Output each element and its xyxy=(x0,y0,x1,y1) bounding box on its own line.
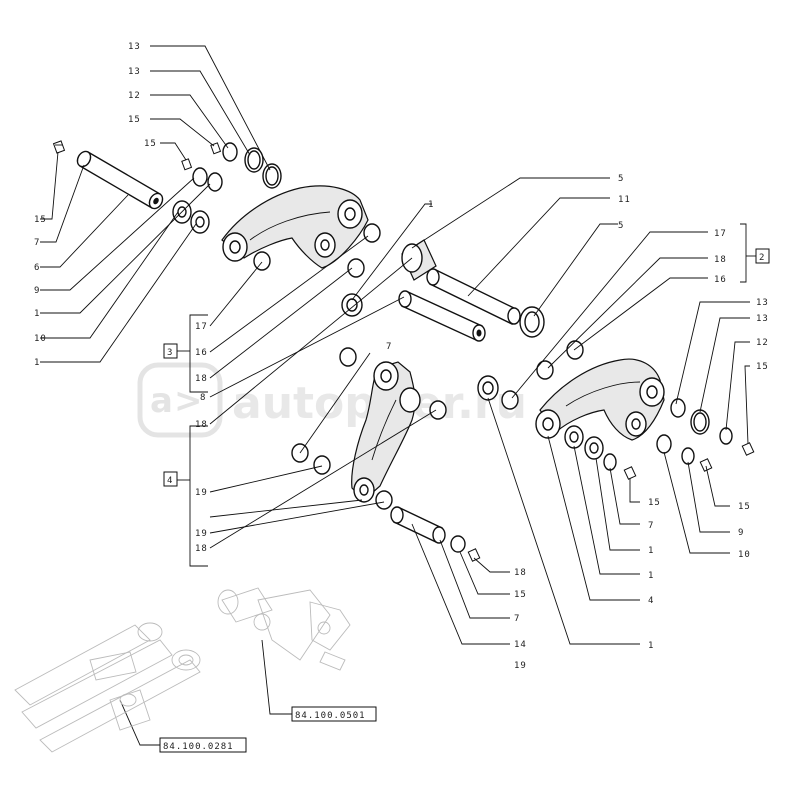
callout-18: 18 xyxy=(195,544,208,554)
right-curved-arm xyxy=(535,358,665,441)
ghost-assembly-84-100-0281 xyxy=(14,622,201,753)
ring-10-right xyxy=(656,434,672,454)
bushing-center-right xyxy=(429,400,447,420)
callout-19: 19 xyxy=(195,529,208,539)
callout-19: 19 xyxy=(514,661,527,671)
callout-15: 15 xyxy=(514,590,527,600)
washer-left-1 xyxy=(192,167,208,187)
callout-12: 12 xyxy=(128,91,141,101)
group-box-2: 2 xyxy=(755,248,770,264)
reference-box-84-100-0281[interactable]: 84.100.0281 xyxy=(159,737,247,753)
grease-nipple-left xyxy=(52,140,66,154)
bushing-left-arm-2 xyxy=(347,258,365,278)
center-pin-2 xyxy=(398,290,486,342)
center-link xyxy=(351,361,421,503)
callout-13: 13 xyxy=(756,298,769,308)
grease-nipple-center xyxy=(467,548,481,562)
callout-17: 17 xyxy=(714,229,727,239)
bushing-left-arm-1 xyxy=(363,223,381,243)
callout-15: 15 xyxy=(128,115,141,125)
washer-left-2 xyxy=(207,172,223,192)
center-bushing-right xyxy=(519,306,545,338)
left-pin-group xyxy=(52,140,282,234)
svg-text:4: 4 xyxy=(167,476,173,486)
reference-label: 84.100.0281 xyxy=(163,742,234,752)
callout-11: 11 xyxy=(618,195,631,205)
callout-7: 7 xyxy=(34,238,40,248)
callout-10: 10 xyxy=(738,550,751,560)
reference-label: 84.100.0501 xyxy=(295,711,366,721)
callout-9: 9 xyxy=(738,528,744,538)
callout-15: 15 xyxy=(144,139,157,149)
callout-13: 13 xyxy=(128,67,141,77)
callout-7: 7 xyxy=(648,521,654,531)
callout-13: 13 xyxy=(128,42,141,52)
callout-15: 15 xyxy=(756,362,769,372)
center-pin-1 xyxy=(426,268,521,325)
group-box-3: 3 xyxy=(163,343,178,359)
callout-16: 16 xyxy=(714,275,727,285)
callout-10: 10 xyxy=(34,334,47,344)
callout-1: 1 xyxy=(648,571,654,581)
callout-8: 8 xyxy=(200,393,206,403)
ring-13c-right xyxy=(670,398,686,418)
callout-15: 15 xyxy=(648,498,661,508)
callout-18: 18 xyxy=(195,420,208,430)
callout-labels: 13 13 12 15 15 15 7 6 9 1 10 1 17 16 18 … xyxy=(34,42,769,671)
callout-6: 6 xyxy=(34,263,40,273)
svg-text:2: 2 xyxy=(759,253,765,263)
ring-center-bottom xyxy=(450,535,466,553)
callout-1: 1 xyxy=(34,309,40,319)
bushing-center-left-2 xyxy=(313,455,331,475)
callout-13: 13 xyxy=(756,314,769,324)
callout-19: 19 xyxy=(195,488,208,498)
grease-nipple-right-3 xyxy=(699,458,713,472)
bushing-center-top xyxy=(339,347,357,367)
bushing-center-bottom xyxy=(375,490,393,510)
center-pin-3 xyxy=(390,506,446,544)
grease-nipple-left-2 xyxy=(181,158,193,171)
callout-12: 12 xyxy=(756,338,769,348)
ring-right-7 xyxy=(603,453,617,471)
bushing-18-right xyxy=(536,360,554,380)
callout-17: 17 xyxy=(195,322,208,332)
grease-nipple-right-2 xyxy=(741,442,755,456)
bushing-17-left xyxy=(253,251,271,271)
ghost-assembly-84-100-0501 xyxy=(217,587,351,671)
group-box-4: 4 xyxy=(163,471,178,487)
pin-long-left xyxy=(76,150,164,210)
callout-1: 1 xyxy=(648,546,654,556)
callout-18: 18 xyxy=(195,374,208,384)
callout-7: 7 xyxy=(514,614,520,624)
reference-box-84-100-0501[interactable]: 84.100.0501 xyxy=(291,706,377,722)
callout-15: 15 xyxy=(34,215,47,225)
svg-text:3: 3 xyxy=(167,348,173,358)
callout-18: 18 xyxy=(514,568,527,578)
leader-lines xyxy=(40,45,756,746)
callout-5: 5 xyxy=(618,221,624,231)
left-curved-arm xyxy=(221,185,369,269)
callout-4: 4 xyxy=(648,596,654,606)
callout-15: 15 xyxy=(738,502,751,512)
callout-1: 1 xyxy=(648,641,654,651)
callout-5: 5 xyxy=(618,174,624,184)
callout-7: 7 xyxy=(386,342,392,352)
watermark-logo: a> xyxy=(150,381,203,421)
grease-nipple-right-1 xyxy=(623,466,637,480)
ring-9-right xyxy=(681,447,695,465)
callout-18: 18 xyxy=(714,255,727,265)
callout-1: 1 xyxy=(428,200,434,210)
bushing-16-right xyxy=(566,340,584,360)
ring-13a xyxy=(222,142,238,162)
ring-12-right xyxy=(719,427,733,445)
callout-1: 1 xyxy=(34,358,40,368)
callout-16: 16 xyxy=(195,348,208,358)
callout-14: 14 xyxy=(514,640,527,650)
callout-9: 9 xyxy=(34,286,40,296)
